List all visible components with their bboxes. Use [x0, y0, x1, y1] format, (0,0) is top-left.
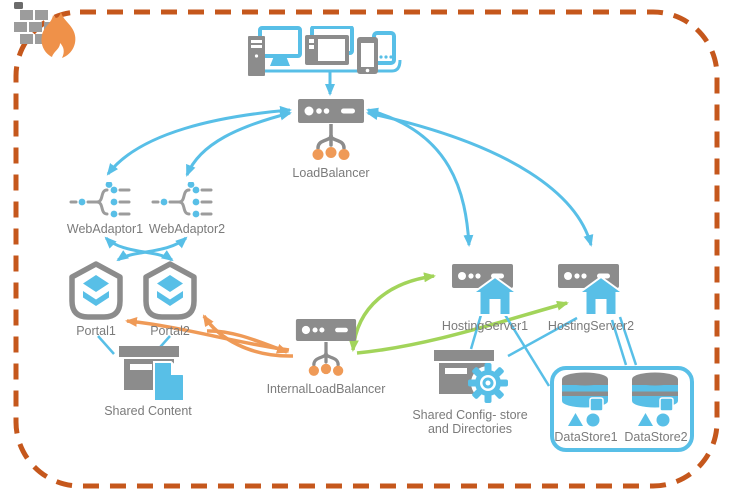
- webadaptor2-label: WebAdaptor2: [148, 222, 226, 236]
- house-icon: [469, 275, 519, 316]
- webadaptor2-node: WebAdaptor2: [142, 182, 232, 236]
- hostingserver2-label: HostingServer2: [547, 319, 635, 333]
- balancer-tree-icon: [312, 124, 350, 160]
- datastore1-label: DataStore1: [554, 430, 618, 444]
- desktop-tower-icon: [248, 36, 265, 76]
- balancer-tree-icon: [308, 342, 344, 376]
- shared-config-store-label: Shared Config- store and Directories: [412, 408, 527, 436]
- hostingserver2-node: HostingServer2: [536, 263, 646, 333]
- internal-loadbalancer-label: InternalLoadBalancer: [266, 382, 386, 396]
- shared-content-label: Shared Content: [104, 404, 192, 418]
- arrow-loadbalancer-hostingserver2: [366, 110, 594, 247]
- portal-icon: [143, 261, 197, 320]
- loadbalancer-node: LoadBalancer: [276, 98, 386, 180]
- line-portal1-sharedcontent: [97, 335, 115, 355]
- webadaptor-icon: [69, 182, 131, 218]
- webadaptor1-label: WebAdaptor1: [66, 222, 144, 236]
- portal2-label: Portal2: [150, 324, 190, 338]
- hosting-server-icon: [558, 264, 625, 316]
- circle-glyph: [656, 413, 670, 427]
- portal2-node: Portal2: [138, 260, 202, 338]
- arrow-internallb-hostingserver2: [356, 300, 569, 355]
- portal-icon: [69, 261, 123, 320]
- portal1-label: Portal1: [76, 324, 116, 338]
- shared-content-node: Shared Content: [100, 344, 196, 418]
- line-hostingserver2-configstore: [507, 316, 578, 358]
- document-icon: [153, 361, 185, 402]
- firewall-boundary: [13, 9, 720, 489]
- firewall-icon: [14, 2, 76, 58]
- shared-config-store-label-line2: and Directories: [427, 422, 513, 436]
- gear-icon: [468, 363, 508, 403]
- datastore1-node: DataStore1: [553, 372, 619, 444]
- square-glyph: [659, 397, 674, 412]
- circle-glyph: [586, 413, 600, 427]
- hostingserver1-label: HostingServer1: [441, 319, 529, 333]
- shared-config-store-node: Shared Config- store and Directories: [412, 348, 528, 436]
- triangle-glyph: [568, 413, 583, 426]
- line-hostingserver2-datastore1: [610, 319, 628, 366]
- hosting-server-icon: [452, 264, 519, 316]
- tablet-icon: [305, 35, 349, 65]
- loadbalancer-label: LoadBalancer: [292, 166, 370, 180]
- datastore-icon: [632, 372, 678, 427]
- flame-icon: [41, 12, 76, 58]
- config-store-icon: [434, 350, 508, 403]
- arrow-portal2-internallb: [206, 329, 289, 354]
- datastore2-node: DataStore2: [623, 372, 689, 444]
- firewall-node: [14, 2, 80, 64]
- triangle-glyph: [638, 413, 653, 426]
- portal1-node: Portal1: [64, 260, 128, 338]
- monitor-icon: [258, 26, 302, 58]
- phone-icon: [357, 37, 378, 74]
- datastore2-label: DataStore2: [624, 430, 688, 444]
- webadaptor1-node: WebAdaptor1: [60, 182, 150, 236]
- shared-config-store-label-line1: Shared Config- store: [412, 408, 528, 422]
- hostingserver1-node: HostingServer1: [430, 263, 540, 333]
- arrow-internallb-portal2: [202, 314, 294, 358]
- server-icon: [298, 99, 364, 123]
- client-devices-icon: [248, 26, 396, 76]
- content-store-icon: [119, 346, 185, 402]
- client-devices-node: [246, 26, 398, 80]
- house-icon: [575, 275, 625, 316]
- webadaptor-icon: [151, 182, 213, 218]
- server-icon: [295, 319, 357, 341]
- arrow-loadbalancer-webadaptor2: [185, 110, 292, 177]
- line-hostingserver2-datastore2: [618, 316, 638, 366]
- datastore-icon: [562, 372, 608, 427]
- line-hostingserver1-datastore: [497, 304, 551, 387]
- square-glyph: [589, 397, 604, 412]
- internal-loadbalancer-node: InternalLoadBalancer: [266, 318, 386, 396]
- arrow-webadaptor2-portal1: [116, 236, 188, 262]
